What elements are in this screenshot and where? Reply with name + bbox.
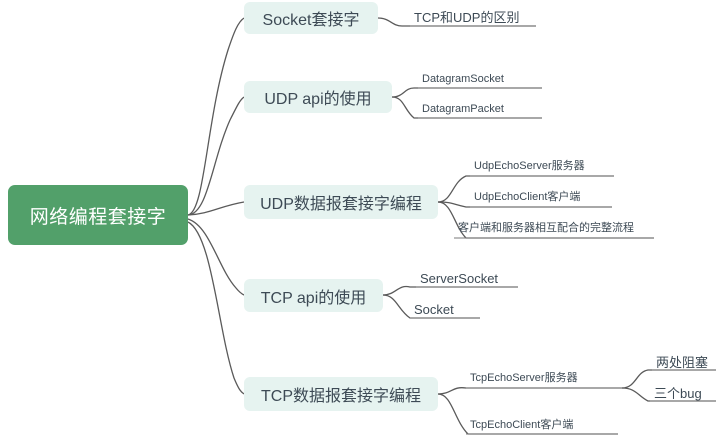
leaf-node-3-1[interactable]: Socket — [414, 301, 454, 317]
branch-node-2[interactable]: UDP数据报套接字编程 — [244, 185, 438, 219]
subleaf-node-4-0-0[interactable]: 两处阻塞 — [656, 354, 709, 370]
root-node[interactable]: 网络编程套接字 — [8, 185, 188, 245]
subleaf-node-4-0-1[interactable]: 三个bug — [654, 385, 702, 401]
leaf-node-1-1[interactable]: DatagramPacket — [422, 103, 504, 115]
connector-path — [437, 387, 622, 395]
branch-node-0[interactable]: Socket套接字 — [244, 2, 378, 34]
leaf-node-3-0[interactable]: ServerSocket — [420, 270, 499, 286]
leaf-node-2-0[interactable]: UdpEchoServer服务器 — [474, 160, 585, 172]
leaf-node-2-1[interactable]: UdpEchoClient客户端 — [474, 191, 581, 203]
connector-path — [187, 17, 245, 216]
branch-node-4[interactable]: TCP数据报套接字编程 — [244, 377, 438, 411]
leaf-node-0-0[interactable]: TCP和UDP的区别 — [414, 9, 520, 25]
branch-node-3[interactable]: TCP api的使用 — [244, 279, 383, 312]
connector-path — [187, 218, 245, 296]
leaf-node-1-0[interactable]: DatagramSocket — [422, 73, 504, 85]
connector-path — [187, 96, 245, 216]
leaf-node-2-2[interactable]: 客户端和服务器相互配合的完整流程 — [458, 222, 634, 234]
leaf-node-4-1[interactable]: TcpEchoClient客户端 — [470, 419, 574, 431]
connector-path — [187, 221, 245, 395]
connector-path — [187, 201, 245, 216]
branch-node-1[interactable]: UDP api的使用 — [244, 81, 392, 113]
leaf-node-4-0[interactable]: TcpEchoServer服务器 — [470, 372, 578, 384]
connector-path — [391, 87, 542, 98]
